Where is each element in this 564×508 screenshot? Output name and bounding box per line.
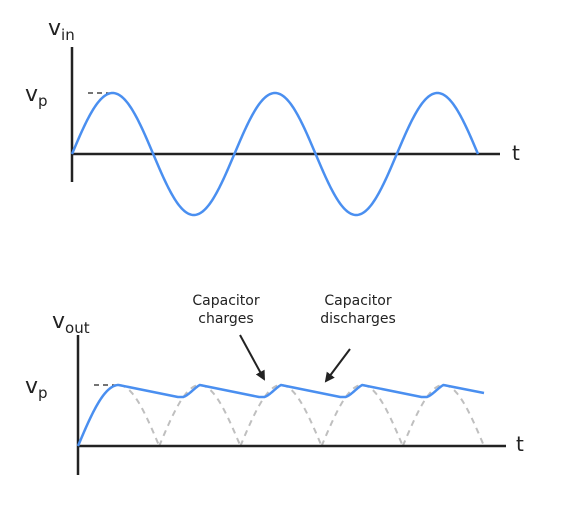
bottom-x-axis-label: t: [516, 432, 524, 456]
filtered-output-wave: [76, 383, 485, 447]
capacitor-charges-arrow: [239, 334, 265, 381]
capacitor-charges-annotation-line2: charges: [198, 311, 253, 327]
top-x-axis-label: t: [512, 141, 520, 165]
capacitor-charges-annotation-line1: Capacitor: [192, 293, 259, 309]
output-voltage-plot: vout vp t Capacitor charges Capacitor di…: [25, 293, 524, 475]
bottom-y-axis-label: vout: [52, 309, 90, 337]
capacitor-discharges-annotation-line2: discharges: [320, 311, 396, 327]
capacitor-discharges-annotation-line1: Capacitor: [324, 293, 391, 309]
input-voltage-plot: vin vp t: [25, 16, 520, 217]
top-peak-label: vp: [25, 82, 48, 110]
bottom-peak-label: vp: [25, 374, 48, 402]
top-y-axis-label: vin: [48, 16, 75, 44]
input-sine-wave: [70, 91, 480, 217]
capacitor-discharges-arrow: [324, 348, 351, 383]
rectified-pulse-dashed-curves: [77, 383, 485, 447]
